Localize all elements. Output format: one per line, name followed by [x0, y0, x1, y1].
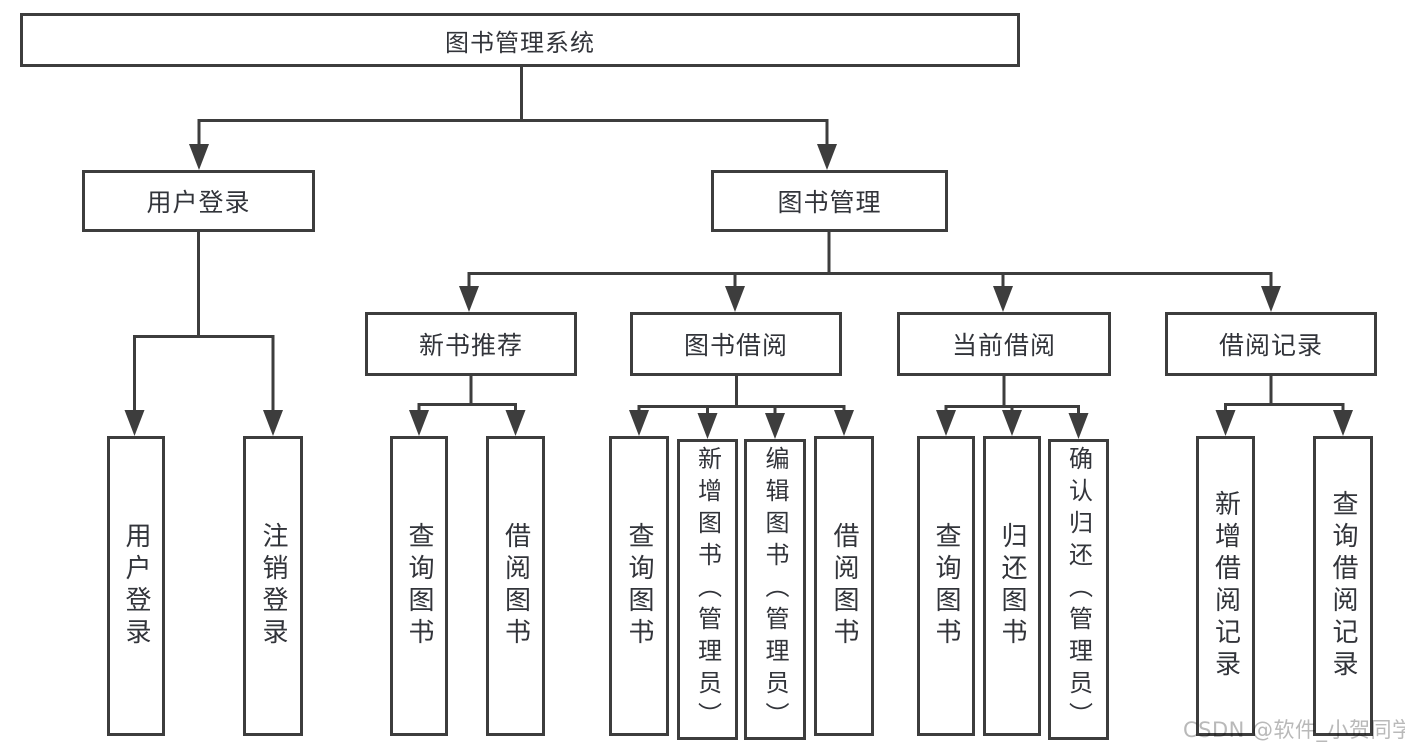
leaf-confirm-return-admin: 确认归还（管理员） [1048, 439, 1109, 740]
arrow-down-icon [189, 144, 209, 170]
node-label: 新书推荐 [418, 331, 523, 360]
leaf-borrow-books-borrowing: 借阅图书 [814, 436, 874, 736]
node-label: 用户登录 [146, 188, 251, 217]
arrow-down-icon [936, 410, 956, 436]
leaf-query-books-current: 查询图书 [917, 436, 975, 736]
leaf-add-book-admin: 新增图书（管理员） [677, 439, 738, 740]
arrow-down-icon [834, 410, 854, 436]
connector [133, 335, 275, 411]
node-label: 借阅图书 [829, 522, 859, 650]
leaf-edit-book-admin: 编辑图书（管理员） [744, 439, 806, 740]
node-label: 图书借阅 [683, 331, 788, 360]
node-label: 用户登录 [121, 522, 151, 650]
arrow-down-icon [697, 413, 718, 439]
arrow-down-icon [725, 286, 745, 312]
node-book-management: 图书管理 [711, 170, 948, 232]
node-label: 图书管理 [777, 188, 882, 217]
leaf-query-books-borrowing: 查询图书 [609, 436, 669, 736]
leaf-user-login: 用户登录 [107, 436, 165, 736]
node-label: 查询图书 [931, 522, 961, 650]
node-borrow-records: 借阅记录 [1165, 312, 1377, 376]
arrow-down-icon [1068, 413, 1089, 439]
node-label: 新增借阅记录 [1210, 490, 1241, 682]
connector [1224, 403, 1345, 411]
watermark: CSDN @软件_小贺同学 [1183, 718, 1405, 742]
arrow-down-icon [1261, 286, 1281, 312]
node-label: 当前借阅 [951, 331, 1056, 360]
node-label: 借阅记录 [1218, 331, 1323, 360]
arrow-down-icon [1333, 410, 1353, 436]
node-label: 确认归还（管理员） [1064, 445, 1093, 734]
node-label: 图书管理系统 [445, 28, 595, 57]
arrow-down-icon [409, 410, 429, 436]
node-label: 查询图书 [404, 522, 434, 650]
node-library-management-system: 图书管理系统 [20, 13, 1020, 67]
arrow-down-icon [629, 410, 649, 436]
node-label: 编辑图书（管理员） [761, 445, 789, 734]
arrow-down-icon [993, 286, 1013, 312]
arrow-down-icon [124, 410, 145, 436]
arrow-down-icon [817, 144, 837, 170]
arrow-down-icon [459, 286, 479, 312]
node-label: 注销登录 [258, 522, 288, 650]
connector [637, 405, 846, 411]
node-user-login: 用户登录 [82, 170, 315, 232]
connector [417, 403, 517, 411]
arrow-down-icon [505, 410, 526, 436]
node-current-borrowing: 当前借阅 [897, 312, 1111, 376]
leaf-query-borrow-record: 查询借阅记录 [1313, 436, 1373, 736]
leaf-logout: 注销登录 [243, 436, 303, 736]
connector [467, 272, 1273, 287]
node-label: 归还图书 [997, 522, 1027, 650]
leaf-borrow-books-recommend: 借阅图书 [486, 436, 545, 736]
leaf-add-borrow-record: 新增借阅记录 [1196, 436, 1255, 736]
node-new-book-recommendation: 新书推荐 [365, 312, 577, 376]
leaf-return-books: 归还图书 [983, 436, 1041, 736]
arrow-down-icon [263, 410, 283, 436]
arrow-down-icons [124, 144, 1353, 439]
connector [197, 119, 829, 146]
arrow-down-icon [1215, 410, 1236, 436]
node-label: 查询图书 [624, 522, 654, 650]
leaf-query-books-recommend: 查询图书 [390, 436, 448, 736]
arrow-down-icon [765, 413, 785, 439]
node-label: 借阅图书 [500, 522, 531, 650]
node-book-borrowing: 图书借阅 [630, 312, 842, 376]
node-label: 新增图书（管理员） [693, 445, 722, 734]
arrow-down-icon [1002, 410, 1022, 436]
node-label: 查询借阅记录 [1328, 490, 1358, 682]
